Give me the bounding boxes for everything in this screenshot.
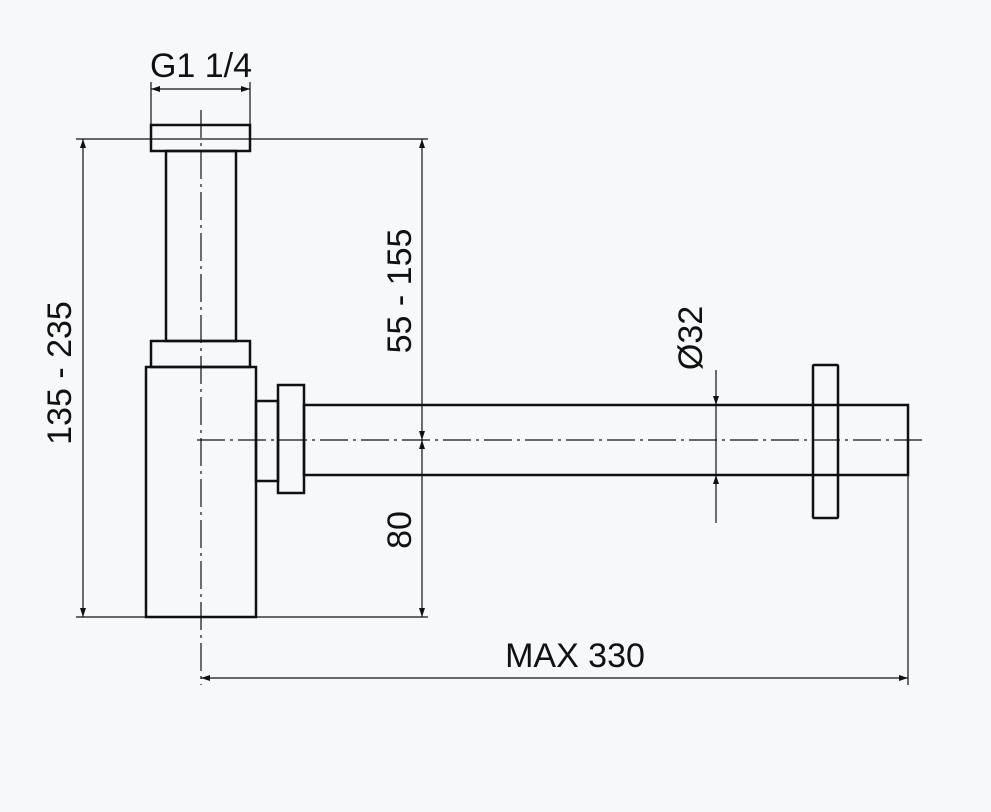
lower-height-arrow-top (419, 440, 425, 449)
thread-arrow-right (241, 86, 250, 92)
diameter-arrow-bottom (713, 475, 719, 484)
wall-flange (811, 363, 840, 520)
upper-height-label: 55 - 155 (381, 229, 419, 354)
max-length-dimension: MAX 330 (201, 475, 909, 685)
max-length-arrow-left (201, 675, 210, 681)
max-length-label: MAX 330 (505, 637, 645, 675)
total-height-dimension: 135 - 235 (41, 138, 428, 618)
lower-height-label: 80 (381, 511, 419, 549)
thread-label: G1 1/4 (150, 47, 252, 85)
pipe-diameter-label: Ø32 (672, 306, 710, 370)
upper-height-arrow-top (419, 139, 425, 148)
right-height-dimensions: 55 - 155 80 (381, 139, 425, 617)
outlet-nut (276, 383, 306, 495)
outlet-stub (254, 399, 280, 483)
total-height-arrow-bottom (80, 608, 86, 617)
lower-height-arrow-bottom (419, 608, 425, 617)
total-height-arrow-top (80, 139, 86, 148)
outlet-group (254, 363, 910, 520)
diameter-arrow-top (713, 396, 719, 405)
pipe-diameter-dimension: Ø32 (672, 306, 719, 523)
total-height-label: 135 - 235 (41, 301, 79, 445)
thread-arrow-left (151, 86, 160, 92)
upper-height-arrow-bottom (419, 431, 425, 440)
max-length-arrow-right (899, 675, 908, 681)
thread-dimension: G1 1/4 (150, 47, 252, 125)
